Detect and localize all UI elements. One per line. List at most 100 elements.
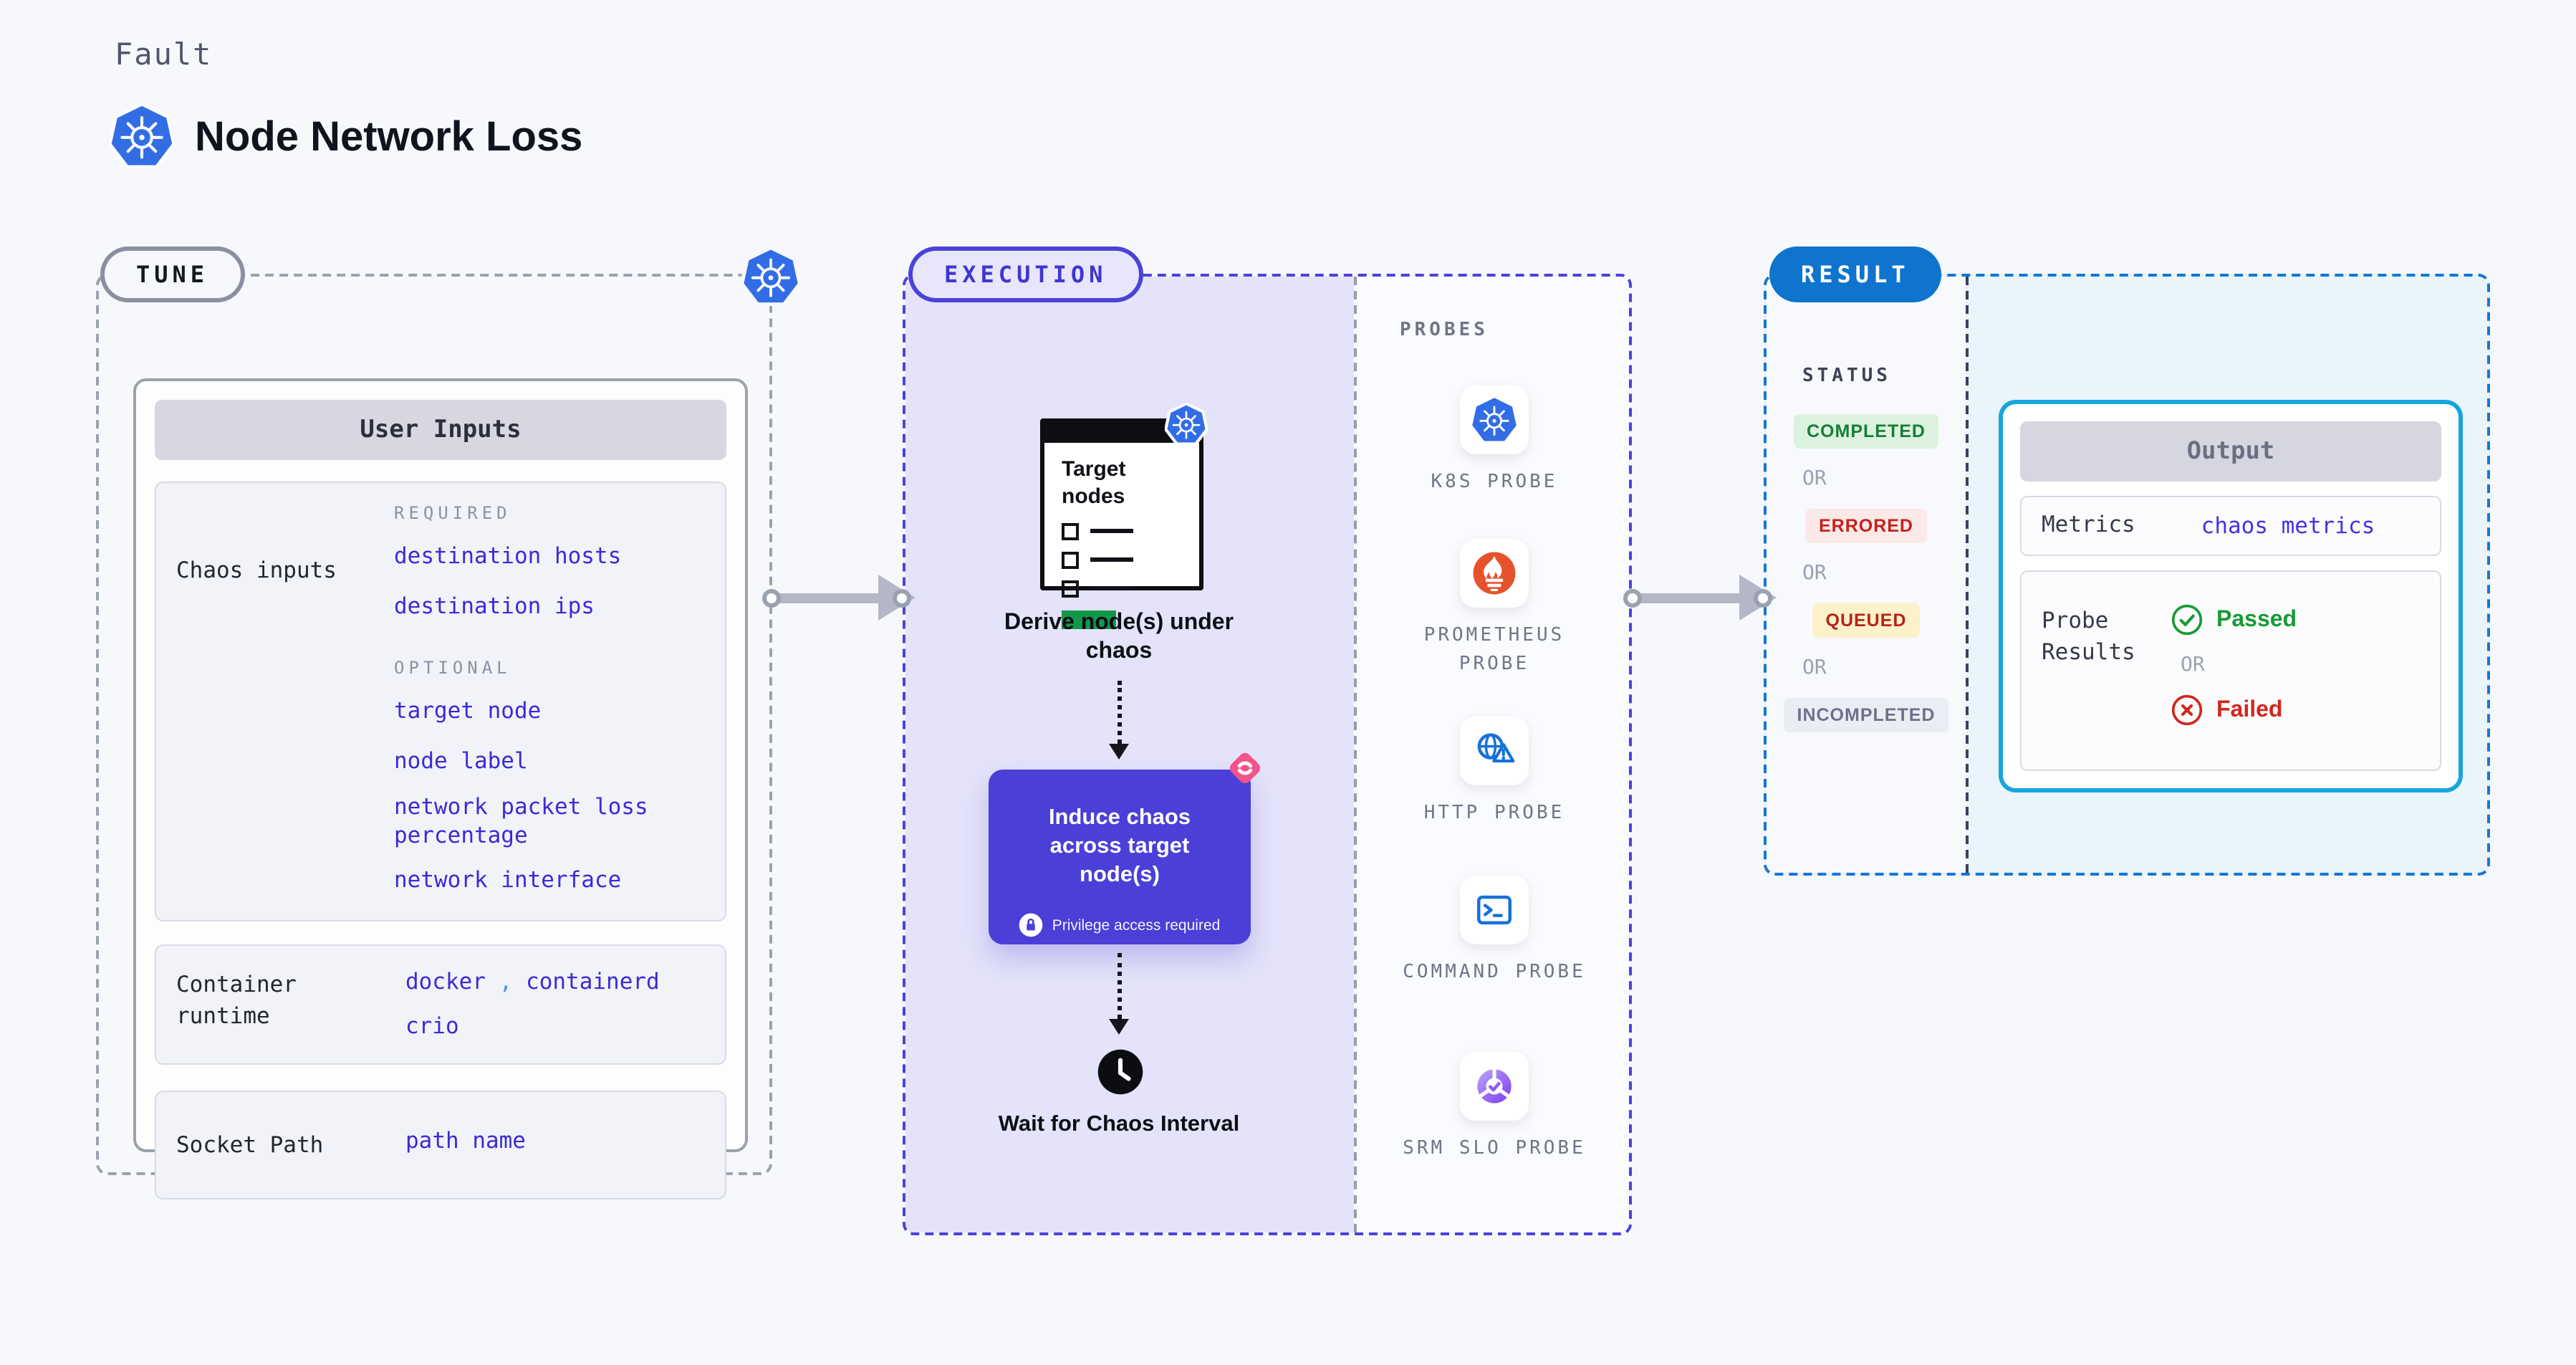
connector-dot xyxy=(1754,588,1772,607)
chaos-metrics-link[interactable]: chaos metrics xyxy=(2201,513,2375,539)
result-badge: RESULT xyxy=(1769,246,1941,302)
fault-eyebrow: Fault xyxy=(115,37,213,72)
link-destination-hosts[interactable]: destination hosts xyxy=(394,543,622,569)
runtime-separator: , xyxy=(499,968,513,995)
kubernetes-icon xyxy=(741,246,801,307)
connector-dot xyxy=(893,588,911,607)
runtime-containerd[interactable]: containerd xyxy=(526,968,660,995)
probe-prometheus: PROMETHEUS PROBE xyxy=(1354,539,1635,680)
litmus-chaos-icon xyxy=(1224,747,1267,790)
http-globe-warning-icon xyxy=(1460,717,1529,785)
probe-http: HTTP PROBE xyxy=(1354,717,1635,828)
probe-command: COMMAND PROBE xyxy=(1354,876,1635,987)
socket-path-label: Socket Path xyxy=(176,1131,324,1158)
kubernetes-icon xyxy=(109,103,175,169)
node-checkbox-row xyxy=(1062,580,1182,597)
tune-to-execution-arrow xyxy=(762,575,915,621)
check-circle-icon xyxy=(2171,603,2203,636)
prometheus-icon xyxy=(1460,539,1529,608)
wait-chaos-interval-label: Wait for Chaos Interval xyxy=(998,1112,1240,1136)
node-checkbox-row xyxy=(1062,551,1182,568)
derive-nodes-label: Derive node(s) under chaos xyxy=(1004,610,1234,664)
connector-dot xyxy=(762,588,781,607)
container-runtime-row: Container runtime docker , containerd cr… xyxy=(155,944,726,1065)
probe-srm-slo: SRM SLO PROBE xyxy=(1354,1052,1635,1164)
probe-k8s: K8S PROBE xyxy=(1354,385,1635,497)
probe-label: PROMETHEUS PROBE xyxy=(1423,625,1565,676)
optional-heading: OPTIONAL xyxy=(394,658,511,679)
kubernetes-icon xyxy=(1165,403,1208,446)
probe-label: COMMAND PROBE xyxy=(1403,962,1586,983)
result-panel: RESULT STATUS COMPLETED OR ERRORED OR QU… xyxy=(1764,246,2490,876)
status-badge-queued: QUEUED xyxy=(1812,603,1920,638)
target-nodes-title: Target nodes xyxy=(1062,457,1126,509)
metrics-label: Metrics xyxy=(2042,512,2135,538)
probes-divider xyxy=(1354,277,1357,1232)
status-column-bg xyxy=(1767,277,1966,873)
passed-label: Passed xyxy=(2216,607,2297,631)
arrow-head-icon xyxy=(1109,744,1129,760)
link-network-interface[interactable]: network interface xyxy=(394,866,622,893)
status-heading: STATUS xyxy=(1802,365,1891,387)
metrics-row: Metrics chaos metrics xyxy=(2020,496,2441,556)
terminal-icon xyxy=(1460,876,1529,944)
checkbox-icon xyxy=(1062,551,1079,568)
execution-badge: EXECUTION xyxy=(908,246,1143,302)
probe-results-label: Probe Results xyxy=(2042,608,2135,665)
line xyxy=(1090,557,1133,562)
runtime-crio[interactable]: crio xyxy=(405,1012,459,1039)
flow-dotted-line xyxy=(1118,681,1122,744)
clock-icon xyxy=(1096,1048,1145,1096)
checkbox-icon xyxy=(1062,580,1079,597)
status-list: COMPLETED OR ERRORED OR QUEUED OR INCOMP… xyxy=(1767,414,1966,732)
status-badge-incompleted: INCOMPLETED xyxy=(1784,698,1948,732)
node-checkbox-row xyxy=(1062,522,1182,540)
arrow-head-icon xyxy=(1109,1019,1129,1035)
line xyxy=(1090,586,1133,590)
chaos-inputs-label: Chaos inputs xyxy=(176,557,337,583)
output-header: Output xyxy=(2020,421,2441,482)
link-destination-ips[interactable]: destination ips xyxy=(394,593,595,620)
status-badge-errored: ERRORED xyxy=(1805,509,1926,543)
privilege-note: Privilege access required xyxy=(1052,916,1221,934)
probe-results-values: Passed OR Failed xyxy=(2171,572,2297,770)
execution-to-result-arrow xyxy=(1623,575,1777,621)
induce-chaos-box: Induce chaos across target node(s) Privi… xyxy=(989,770,1251,944)
execution-panel: EXECUTION PROBES Target nodes Derive nod… xyxy=(903,246,1635,1235)
line xyxy=(1090,529,1133,533)
user-inputs-header: User Inputs xyxy=(155,400,726,460)
probe-label: K8S PROBE xyxy=(1431,471,1558,493)
lock-icon xyxy=(1019,914,1044,938)
or-separator: OR xyxy=(1802,656,1827,679)
or-separator: OR xyxy=(2181,653,2205,676)
link-target-node[interactable]: target node xyxy=(394,698,542,724)
tune-badge: TUNE xyxy=(100,246,245,302)
container-runtime-label: Container runtime xyxy=(176,971,297,1030)
privilege-row: Privilege access required xyxy=(989,914,1251,938)
socket-path-row: Socket Path path name xyxy=(155,1090,726,1199)
probe-results-row: Probe Results Passed OR Failed xyxy=(2020,570,2441,771)
arrow-shaft xyxy=(1639,593,1742,603)
page-title: Node Network Loss xyxy=(195,115,583,161)
output-box: Output Metrics chaos metrics Probe Resul… xyxy=(1999,400,2463,792)
tune-panel: TUNE User Inputs Chaos inputs REQUIRED d… xyxy=(96,246,801,1199)
user-inputs-card: User Inputs Chaos inputs REQUIRED destin… xyxy=(133,378,748,1199)
or-separator: OR xyxy=(1802,562,1827,585)
checkbox-icon xyxy=(1062,522,1079,540)
slo-donut-check-icon xyxy=(1460,1052,1529,1121)
progress-bar xyxy=(1062,610,1116,628)
link-path-name[interactable]: path name xyxy=(405,1127,526,1154)
probes-heading: PROBES xyxy=(1400,320,1489,341)
runtime-docker[interactable]: docker xyxy=(405,968,486,995)
flow-dotted-line xyxy=(1118,953,1122,1019)
target-nodes-card: Target nodes xyxy=(1040,418,1203,628)
connector-dot xyxy=(1623,588,1642,607)
link-node-label[interactable]: node label xyxy=(394,748,528,775)
status-badge-completed: COMPLETED xyxy=(1794,414,1938,449)
or-separator: OR xyxy=(1802,467,1827,490)
kubernetes-icon xyxy=(1460,385,1529,454)
induce-chaos-label: Induce chaos across target node(s) xyxy=(1048,805,1191,888)
link-network-packet-loss-percentage[interactable]: network packet loss percentage xyxy=(394,793,648,848)
